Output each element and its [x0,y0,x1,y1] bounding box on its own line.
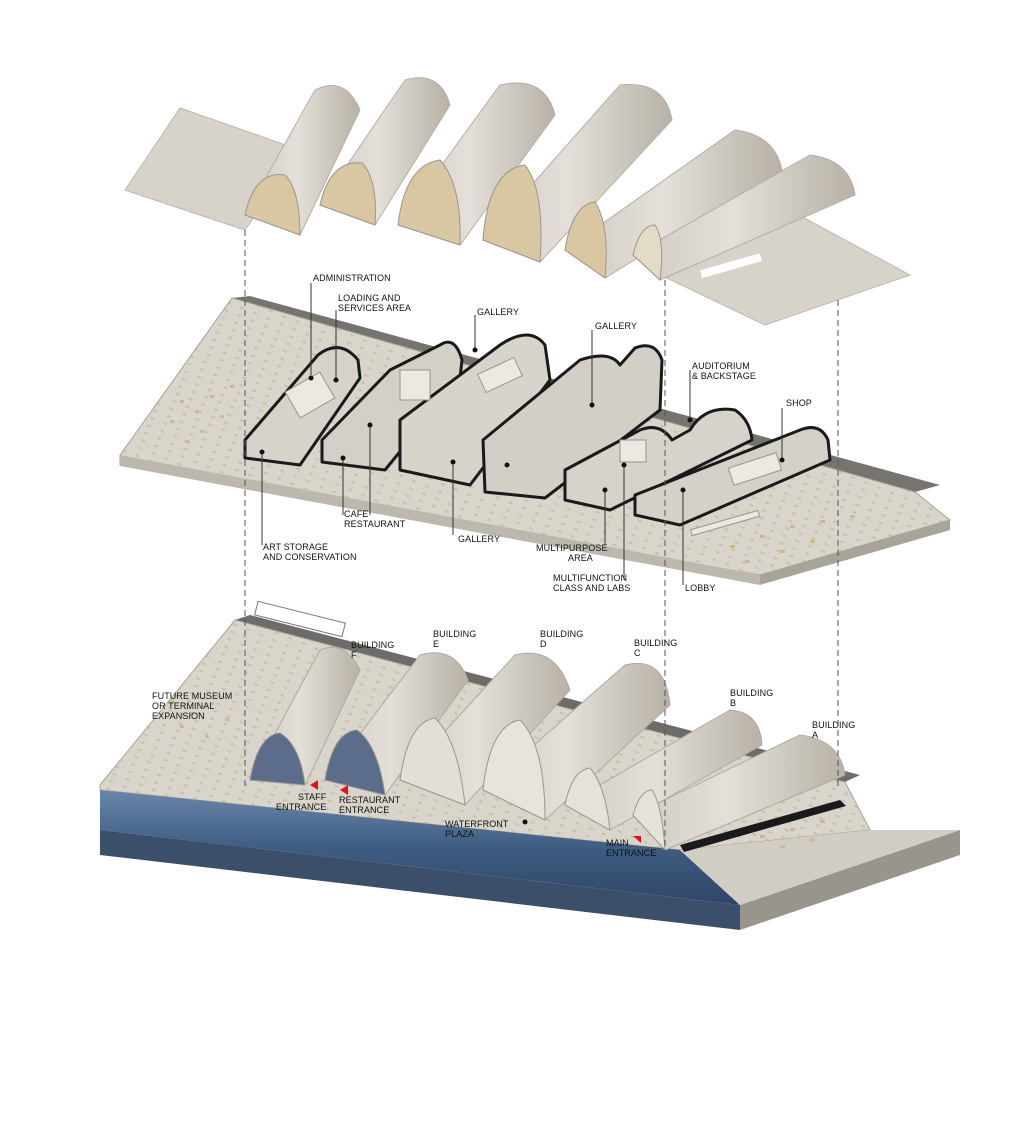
program-floor-layer [119,296,952,585]
restaurant-entrance-arrow [340,785,348,795]
program-volumes [243,333,832,527]
volume-c [481,344,664,500]
label-gallery-top: GALLERY [477,307,520,317]
vault-e [324,652,469,796]
label-administration: ADMINISTRATION [313,273,391,283]
vault-f [249,647,361,786]
roof-shell-c [482,83,673,263]
leader-lines [261,283,783,585]
site-base-edge [100,830,740,930]
alignment-lines [244,230,839,855]
label-lobby: LOBBY [685,583,716,593]
roof-shell-f [244,85,361,236]
label-auditorium: AUDITORIUM& BACKSTAGE [692,361,756,381]
label-shop: SHOP [786,398,812,408]
roof-shell-a [632,154,856,282]
vault-b [563,709,763,831]
roof-shells-layer [124,77,912,326]
vault-c [482,662,671,821]
roof-skylight-slot [700,253,762,279]
site-base-layer [99,600,960,930]
site-water [100,790,740,905]
truck [254,600,346,638]
program-details [284,356,783,537]
main-entrance-arrow [633,836,641,843]
plaza-pavers [170,385,855,563]
label-gallery-bottom: GALLERY [458,534,501,544]
roof-shell-e [319,77,451,226]
site-ground-right [680,830,960,905]
staff-entrance-arrow [310,780,318,790]
vault-a [632,734,846,852]
floor-slab-edge-right [760,520,950,585]
site-pavers [170,700,825,848]
volume-b [563,407,754,512]
roof-shell-d [397,82,556,246]
floor-slab-edge [120,455,760,585]
vault-d [399,652,571,806]
leader-dots [259,347,785,825]
roof-shell-b [564,129,783,279]
label-gallery-right: GALLERY [595,321,638,331]
site-base-edge-right [740,830,960,930]
